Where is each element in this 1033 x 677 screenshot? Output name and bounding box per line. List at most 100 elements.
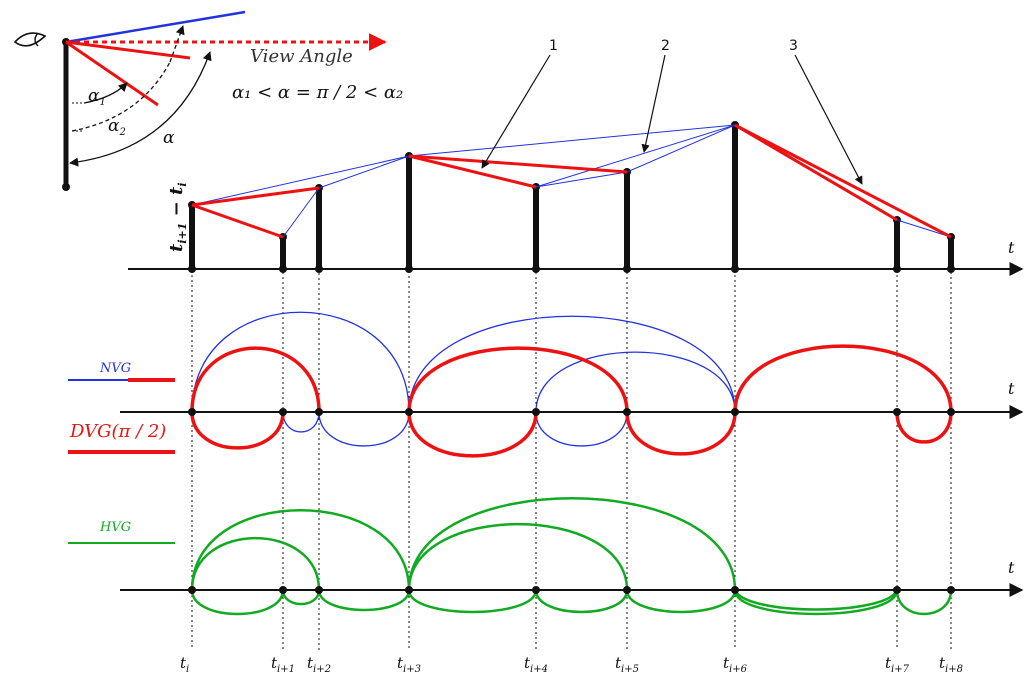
nvg-edge-3-6 [408, 124, 736, 157]
dvg-arc-down-5-6 [625, 411, 737, 456]
nvg-arc-down-2-3 [318, 411, 410, 447]
top-ylabel: ti+1 − ti [166, 182, 189, 252]
alpha2-label: α2 [108, 116, 126, 138]
dvg-edge-6-7 [734, 123, 898, 222]
bottom-node-1 [279, 586, 287, 594]
hvg-arc-down-5-6 [625, 589, 737, 614]
nvg-dvg-arcs [188, 311, 955, 458]
view-angle-inset: α1 α2 α View Angle α₁ < α = π / 2 < α₂ [13, 10, 403, 191]
hvg-arcs [188, 496, 955, 616]
nvg-dvg-panel: t NVG DVG(π / 2) [68, 311, 1024, 458]
hvg-arc-up-0-2 [190, 537, 321, 591]
dvg-edge-3-5 [408, 154, 628, 174]
hvg-panel: t HVG [68, 496, 1024, 616]
dvg-edge-6-8 [734, 123, 952, 239]
top-axis-label: t [1008, 238, 1015, 257]
callout-2-label: 2 [661, 38, 670, 54]
middle-node-5 [623, 408, 631, 416]
middle-node-8 [947, 408, 955, 416]
hvg-arc-down-1-2 [281, 589, 321, 606]
nvg-edge-2-3 [318, 155, 410, 189]
stem-base-2 [315, 265, 323, 273]
time-label-2: ti+2 [307, 654, 331, 675]
hvg-arc-up-0-3 [190, 509, 411, 591]
hvg-legend-label: HVG [99, 520, 131, 535]
time-label-5: ti+5 [615, 654, 639, 675]
bottom-node-0 [188, 586, 196, 594]
time-label-4: ti+4 [524, 654, 548, 675]
stem-base-8 [947, 265, 955, 273]
nvg-arc-up-3-6 [408, 315, 736, 413]
middle-node-4 [532, 408, 540, 416]
middle-node-7 [893, 408, 901, 416]
nvg-edge-1-2 [282, 187, 320, 238]
hvg-arc-down-2-3 [317, 589, 411, 612]
dvg-arc-down-0-1 [190, 411, 285, 450]
alpha-label: α [163, 128, 175, 148]
stem-base-0 [188, 265, 196, 273]
stem-base-4 [532, 265, 540, 273]
nvg-edge-5-6 [626, 124, 736, 173]
alpha-arc [69, 51, 212, 167]
nvg-arc-down-4-5 [535, 411, 628, 447]
dvg-legend: DVG(π / 2) [68, 421, 175, 454]
middle-node-6 [731, 408, 739, 416]
dvg-arc-up-3-5 [407, 346, 629, 413]
middle-node-2 [315, 408, 323, 416]
nvg-legend: NVG [68, 361, 175, 382]
bottom-node-8 [947, 586, 955, 594]
stem-base-3 [405, 265, 413, 273]
nvg-edge-4-6 [535, 124, 736, 188]
dvg-arc-up-6-8 [733, 344, 953, 413]
middle-axis-label: t [1008, 379, 1015, 398]
callout-3-arrow [794, 54, 863, 185]
eye-icon [13, 32, 47, 47]
dvg-top-lines [191, 123, 952, 239]
hvg-arc-down-3-4 [407, 589, 538, 614]
dvg-edge-0-1 [191, 203, 284, 239]
hvg-arc-up-3-6 [407, 496, 737, 591]
callout-1-label: 1 [549, 38, 558, 54]
stem-base-1 [279, 265, 287, 273]
time-label-3: ti+3 [397, 654, 421, 675]
dvg-legend-label: DVG(π / 2) [69, 421, 166, 442]
time-label-6: ti+6 [723, 654, 748, 675]
bottom-node-2 [315, 586, 323, 594]
stem-base-5 [623, 265, 631, 273]
middle-node-1 [279, 408, 287, 416]
bottom-node-3 [405, 586, 413, 594]
callout-1-arrow [481, 54, 551, 169]
hvg-arc-down-7-8 [895, 589, 953, 615]
angle-formula: α₁ < α = π / 2 < α₂ [232, 82, 403, 103]
bottom-node-4 [532, 586, 540, 594]
hvg-legend: HVG [68, 520, 175, 544]
hvg-arc-up-3-5 [407, 522, 629, 591]
dvg-arc-down-3-4 [407, 411, 538, 458]
hvg-arc-down-6-7 [733, 589, 899, 616]
callouts: 1 2 3 [481, 38, 863, 185]
hvg-arc-low-6-7 [733, 589, 899, 611]
hvg-arc-down-4-5 [534, 589, 629, 614]
nvg-arc-down-1-2 [282, 411, 320, 433]
nvg-arc-up-0-3 [191, 311, 410, 413]
middle-node-0 [188, 408, 196, 416]
callout-2-arrow [641, 54, 666, 153]
middle-node-3 [405, 408, 413, 416]
nvg-arc-up-4-6 [535, 351, 736, 413]
dvg-edge-0-2 [191, 186, 320, 207]
time-label-1: ti+1 [271, 654, 295, 675]
view-angle-label: View Angle [250, 46, 353, 67]
dvg-edge-3-4 [408, 154, 537, 189]
time-label-7: ti+7 [885, 654, 910, 675]
dvg-arc-up-0-2 [190, 346, 321, 413]
stem-base-7 [893, 265, 901, 273]
series-stems [188, 121, 955, 273]
bottom-node-5 [623, 586, 631, 594]
hvg-arc-down-0-1 [190, 589, 285, 616]
nvg-legend-label: NVG [99, 361, 131, 376]
alpha1-label: α1 [88, 86, 106, 108]
nvg-top-lines [191, 124, 952, 238]
nvg-edge-0-3 [191, 155, 410, 206]
